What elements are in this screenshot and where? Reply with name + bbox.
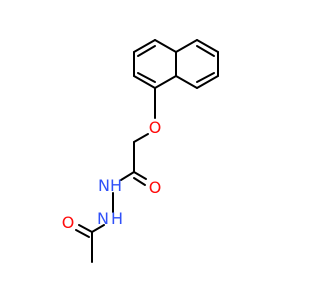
molecule-drawing: O O NH N H O: [62, 39, 219, 263]
nh-upper-label: NH: [98, 176, 122, 195]
bond-n-to-acetyl: [91, 224, 105, 233]
ether-oxygen-label: O: [149, 118, 162, 137]
bond-carbonyl-double-1: [133, 171, 147, 180]
bond-acetyl-double-2: [75, 229, 90, 238]
bond-ether-o-to-ch2: [133, 133, 149, 143]
carbonyl-oxygen-lower-label: O: [62, 213, 75, 232]
naphthalene-left-ring: [133, 39, 177, 89]
naphthalene-right-ring: [175, 39, 219, 89]
structure-diagram: O O NH N H O: [62, 39, 219, 263]
carbonyl-oxygen-upper-label: O: [149, 178, 162, 197]
h-lower-label: H: [111, 209, 123, 228]
bond-carbonyl-to-nh: [120, 171, 135, 181]
bond-acetyl-double-1: [78, 224, 93, 233]
n-lower-label: N: [97, 209, 109, 228]
bond-carbonyl-double-2: [133, 177, 146, 186]
